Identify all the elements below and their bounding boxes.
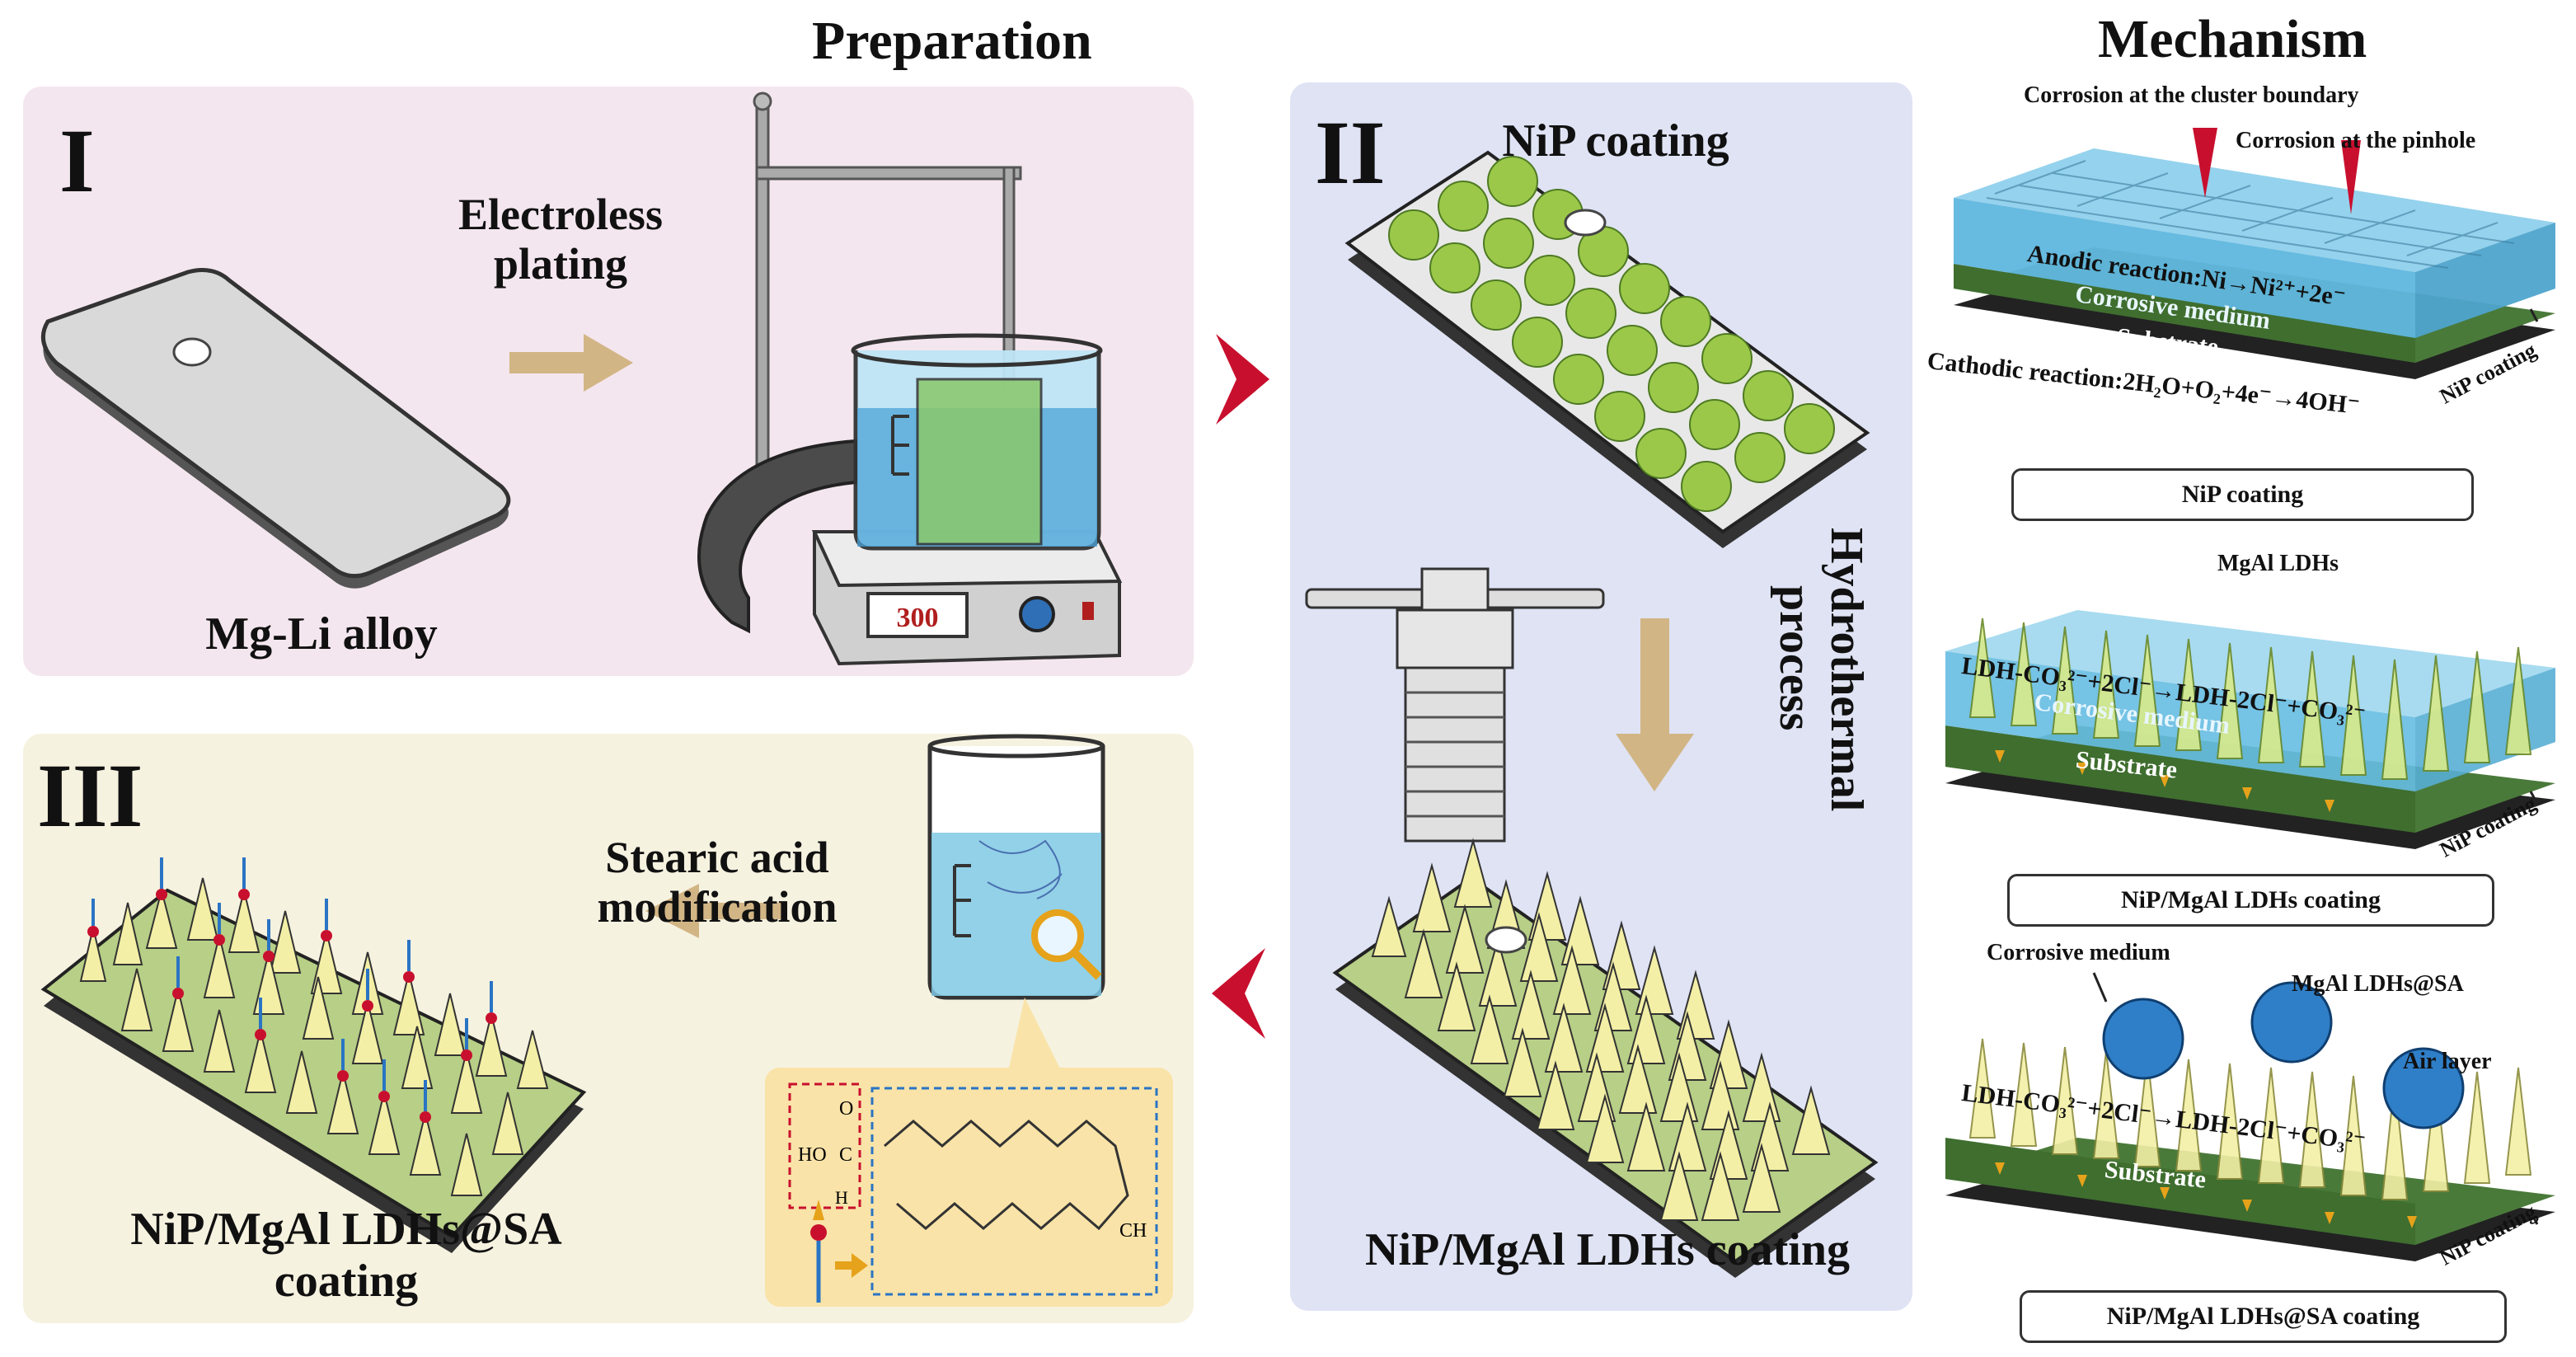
arrow-right-plating xyxy=(509,334,633,392)
mechanism-title: Mechanism xyxy=(2098,9,2367,69)
panel-three-illustration: HO O C H CH xyxy=(40,734,1173,1307)
substrate-label: Mg-Li alloy xyxy=(205,608,438,660)
arrow-left-modification xyxy=(645,884,781,938)
molecule-o: O xyxy=(839,1098,853,1120)
m1-corrosion-pinhole: Corrosion at the pinhole xyxy=(2236,128,2476,153)
mechanism-ldhs-diagram xyxy=(1945,610,2555,849)
autoclave-icon xyxy=(1305,567,1605,843)
step-label-electroless-line1: Electroless xyxy=(458,190,663,239)
hydrothermal-label-line2: process xyxy=(1770,585,1822,731)
nip-sphere-plate xyxy=(1344,150,1870,548)
sa-beaker xyxy=(927,734,1105,1000)
panel-numeral-three: III xyxy=(37,745,143,846)
molecule-ho: HO xyxy=(798,1144,827,1166)
arrow-down-hydrothermal xyxy=(1616,618,1694,791)
sa-coated-plate xyxy=(40,857,587,1253)
ldhs-coating-label: NiP/MgAl LDHs coating xyxy=(1365,1224,1850,1275)
molecule-callout: HO O C H CH xyxy=(765,1068,1173,1307)
step-label-electroless: Electroless plating xyxy=(429,190,692,289)
preparation-title: Preparation xyxy=(812,11,1092,71)
mechanism-illustrations xyxy=(1945,128,2555,1261)
result-label-sa-line1: NiP/MgAl LDHs@SA xyxy=(130,1204,562,1255)
m3-air-layer: Air layer xyxy=(2403,1049,2492,1074)
mechanism-nip-diagram xyxy=(1954,128,2555,379)
m2-caption: NiP/MgAl LDHs coating xyxy=(2007,874,2494,927)
molecule-h2: H xyxy=(835,1187,848,1208)
mg-li-alloy-plate xyxy=(40,268,511,589)
stirrer-display: 300 xyxy=(897,603,939,633)
step-label-electroless-line2: plating xyxy=(493,239,628,289)
m3-ldhs-sa: MgAl LDHs@SA xyxy=(2292,971,2464,997)
m1-corrosion-boundary: Corrosion at the cluster boundary xyxy=(2024,82,2359,108)
panel-one-illustration: 300 xyxy=(40,92,1123,666)
step-label-stearic-line1: Stearic acid xyxy=(605,833,829,882)
plating-apparatus: 300 xyxy=(697,92,1123,666)
result-label-sa: NiP/MgAl LDHs@SA coating xyxy=(49,1204,643,1307)
panel-numeral-one: I xyxy=(59,110,95,211)
mechanism-ldhs-sa-diagram xyxy=(1945,972,2555,1261)
molecule-c: C xyxy=(839,1144,852,1166)
molecule-ch3: CH xyxy=(1119,1220,1147,1242)
ldhs-plate xyxy=(1332,838,1879,1278)
panel-numeral-two: II xyxy=(1315,102,1386,203)
m1-caption: NiP coating xyxy=(2011,468,2474,521)
m3-caption: NiP/MgAl LDHs@SA coating xyxy=(2020,1290,2507,1343)
step-label-stearic-line2: modification xyxy=(597,882,838,932)
step-label-stearic: Stearic acid modification xyxy=(544,833,890,932)
result-label-sa-line2: coating xyxy=(274,1255,419,1307)
hydrothermal-label-line1: Hydrothermal xyxy=(1821,528,1872,812)
panel-two-illustration xyxy=(1305,150,1879,1278)
hydrothermal-label: Hydrothermal process xyxy=(1698,528,1879,874)
nip-coating-label: NiP coating xyxy=(1502,115,1729,167)
chevron-right-icon xyxy=(1216,334,1269,425)
chevron-left-icon xyxy=(1212,948,1265,1039)
m3-corrosive-medium: Corrosive medium xyxy=(1987,940,2170,965)
m2-ldhs-label: MgAl LDHs xyxy=(2217,551,2339,576)
